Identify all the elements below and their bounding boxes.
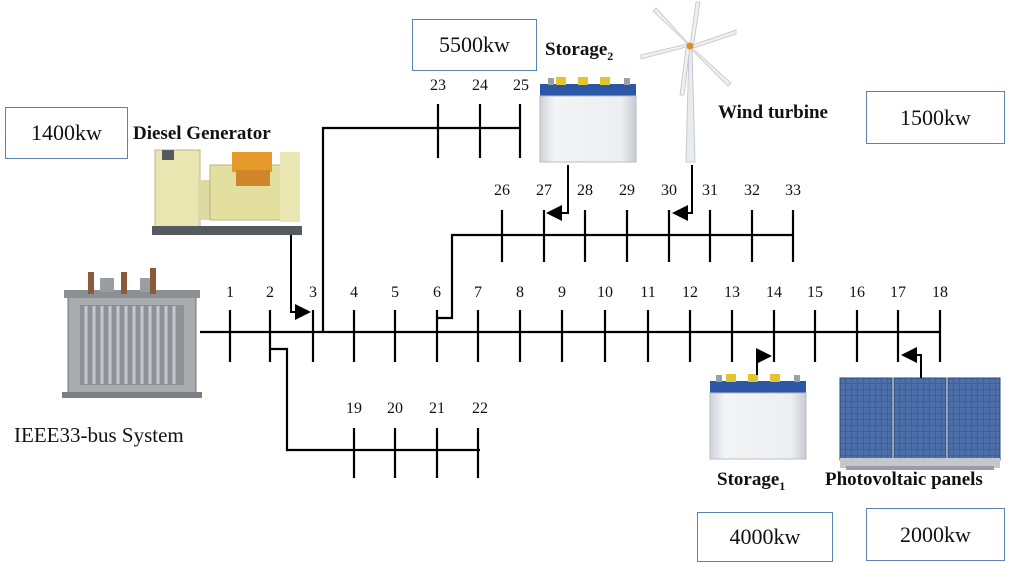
bus-label: 21: [429, 400, 445, 417]
wind-power-box: 1500kw: [866, 91, 1005, 144]
pv-power-box: 2000kw: [866, 508, 1005, 561]
bus-label: 17: [890, 284, 906, 301]
battery-icon: [539, 77, 637, 163]
bus-label: 7: [474, 284, 482, 301]
bus-label: 13: [724, 284, 740, 301]
solar-panel-icon: [839, 377, 1001, 470]
diesel-generator-label: Diesel Generator: [133, 123, 271, 144]
bus-label: 5: [391, 284, 399, 301]
storage2-label: Storage2: [545, 40, 613, 62]
storage1-subscript: 1: [779, 478, 786, 493]
bus-label: 2: [266, 284, 274, 301]
storage2-label-text: Storage: [545, 39, 608, 60]
bus-label: 14: [766, 284, 782, 301]
bus-label: 22: [472, 400, 488, 417]
storage2-subscript: 2: [607, 48, 614, 63]
bus-label: 27: [536, 182, 552, 199]
bus-label: 11: [640, 284, 656, 301]
bus-label: 32: [744, 182, 760, 199]
bus-label: 10: [597, 284, 613, 301]
bus-label: 20: [387, 400, 403, 417]
bus-label: 12: [682, 284, 698, 301]
bus-label: 16: [849, 284, 865, 301]
wind-turbine-icon: [640, 1, 737, 163]
bus-label: 9: [558, 284, 566, 301]
storage1-label-text: Storage: [717, 469, 780, 490]
bus-label: 6: [433, 284, 441, 301]
storage1-label: Storage1: [717, 470, 785, 492]
bus-label: 8: [516, 284, 524, 301]
transformer-icon: [62, 268, 202, 398]
bus-label: 1: [226, 284, 234, 301]
bus-label: 30: [661, 182, 677, 199]
diesel-power-box: 1400kw: [5, 107, 128, 159]
bus-label: 28: [577, 182, 593, 199]
network-lines: [200, 104, 942, 478]
wind-turbine-label: Wind turbine: [718, 102, 828, 123]
bus-label: 19: [346, 400, 362, 417]
bus-label: 15: [807, 284, 823, 301]
bus-label: 23: [430, 77, 446, 94]
photovoltaic-label: Photovoltaic panels: [825, 469, 983, 490]
battery-icon: [709, 374, 807, 460]
bus-label: 31: [702, 182, 718, 199]
diesel-generator-icon: [152, 149, 302, 235]
system-label: IEEE33-bus System: [14, 423, 184, 447]
bus-label: 25: [513, 77, 529, 94]
bus-label: 29: [619, 182, 635, 199]
connection-arrows: [290, 165, 922, 378]
bus-label: 24: [472, 77, 488, 94]
storage2-power-box: 5500kw: [412, 19, 537, 71]
bus-label: 4: [350, 284, 358, 301]
storage1-power-box: 4000kw: [697, 512, 833, 562]
bus-label: 26: [494, 182, 510, 199]
bus-label: 18: [932, 284, 948, 301]
bus-label: 3: [309, 284, 317, 301]
bus-label: 33: [785, 182, 801, 199]
